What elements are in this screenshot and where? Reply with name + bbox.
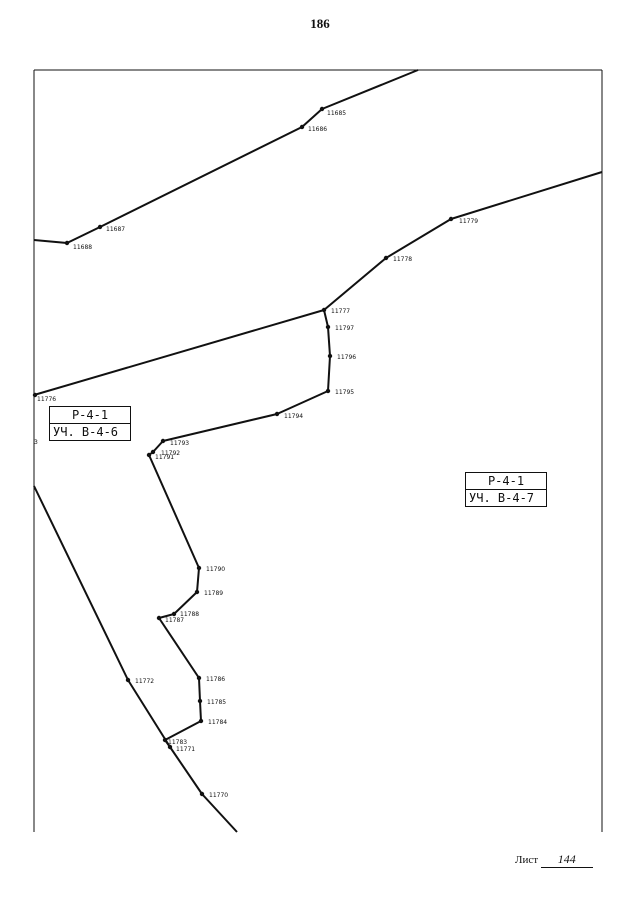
survey-point-11772 <box>125 677 131 683</box>
survey-point-label: 11783 <box>168 739 187 746</box>
survey-point-label: 11685 <box>327 110 346 117</box>
survey-point-11788 <box>171 611 177 617</box>
boundary-line-1 <box>33 69 419 244</box>
sheet-number-block: Лист 144 <box>515 852 593 868</box>
zone-label-right: Р-4-1 УЧ. В-4-7 <box>465 472 547 507</box>
boundary-line-3 <box>33 309 325 396</box>
survey-point-label: 11787 <box>165 617 184 624</box>
survey-point-label: 11797 <box>335 325 354 332</box>
survey-point-11797 <box>325 324 331 330</box>
page-number: 186 <box>310 16 330 31</box>
zone-label-line2: УЧ. В-4-7 <box>466 489 546 506</box>
survey-point-label: 11791 <box>155 454 174 461</box>
survey-point-label: 11772 <box>135 678 154 685</box>
survey-point-11783 <box>162 737 168 743</box>
survey-point-label: 11784 <box>208 719 227 726</box>
survey-point-label: 11795 <box>335 389 354 396</box>
survey-point-label: 11789 <box>204 590 223 597</box>
sheet-label: Лист <box>515 854 539 866</box>
survey-point-11778 <box>383 255 389 261</box>
survey-point-11792 <box>150 449 156 455</box>
survey-point-label: 11687 <box>106 226 125 233</box>
boundary-line-2 <box>148 171 603 833</box>
survey-point-11685 <box>319 106 325 112</box>
survey-point-11688 <box>64 240 70 246</box>
survey-point-label: 11776 <box>37 396 56 403</box>
edge-mark: 3 <box>34 439 38 446</box>
survey-point-label: 11790 <box>206 566 225 573</box>
survey-point-11776 <box>32 392 38 398</box>
survey-point-label: 11792 <box>161 450 180 457</box>
survey-point-11779 <box>448 216 454 222</box>
survey-point-11777 <box>321 307 327 313</box>
survey-point-label: 11796 <box>337 354 356 361</box>
zone-label-left-clip: 1 -5 <box>34 292 56 336</box>
survey-point-label: 11785 <box>207 699 226 706</box>
zone-label-line1: Р-4-1 <box>71 408 109 422</box>
survey-point-label: 11771 <box>176 746 195 753</box>
survey-point-label: 11779 <box>459 218 478 225</box>
survey-point-11784 <box>198 718 204 724</box>
survey-point-label: 11777 <box>331 308 350 315</box>
survey-point-11686 <box>299 124 305 130</box>
survey-point-11790 <box>196 565 202 571</box>
survey-point-11795 <box>325 388 331 394</box>
survey-point-11787 <box>156 615 162 621</box>
survey-point-11789 <box>194 589 200 595</box>
survey-point-11785 <box>197 698 203 704</box>
survey-point-label: 11686 <box>308 126 327 133</box>
survey-point-11786 <box>196 675 202 681</box>
survey-point-label: 11794 <box>284 413 303 420</box>
survey-point-11770 <box>199 791 205 797</box>
survey-point-label: 11793 <box>170 440 189 447</box>
sheet-number: 144 <box>540 852 593 868</box>
survey-point-label: 11688 <box>73 244 92 251</box>
survey-point-11796 <box>327 353 333 359</box>
zone-label-line2: УЧ. В-4-6 <box>50 423 130 440</box>
survey-point-label: 11770 <box>209 792 228 799</box>
survey-point-11771 <box>167 744 173 750</box>
survey-point-11793 <box>160 438 166 444</box>
zone-label-center: Р-4-1 УЧ. В-4-6 <box>49 406 131 441</box>
frame <box>33 69 603 832</box>
zone-label-line1: Р-4-1 <box>487 474 525 488</box>
survey-point-11791 <box>146 452 152 458</box>
survey-point-label: 11788 <box>180 611 199 618</box>
survey-point-11794 <box>274 411 280 417</box>
survey-point-label: 11786 <box>206 676 225 683</box>
survey-point-label: 11778 <box>393 256 412 263</box>
survey-point-11687 <box>97 224 103 230</box>
boundary-line-4 <box>33 485 171 748</box>
